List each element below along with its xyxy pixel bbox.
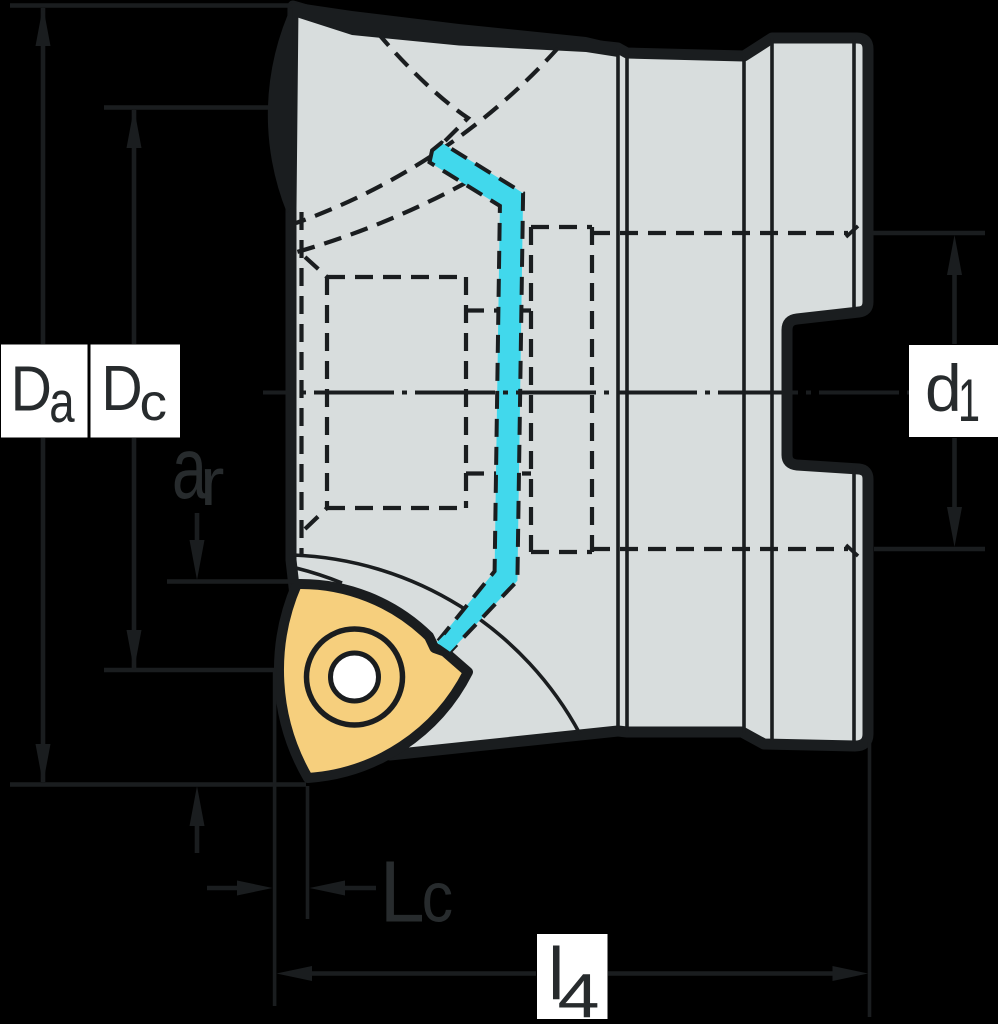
svg-text:L: L [380, 843, 425, 940]
svg-text:a: a [49, 371, 75, 436]
svg-text:a: a [172, 420, 208, 518]
svg-text:r: r [200, 444, 224, 520]
svg-text:c: c [140, 373, 167, 432]
svg-text:D: D [101, 352, 142, 424]
svg-text:c: c [422, 858, 453, 937]
svg-text:4: 4 [558, 961, 600, 1024]
svg-text:1: 1 [958, 367, 980, 434]
svg-text:l: l [548, 933, 564, 1016]
svg-text:d: d [925, 351, 962, 425]
svg-text:D: D [11, 352, 52, 424]
